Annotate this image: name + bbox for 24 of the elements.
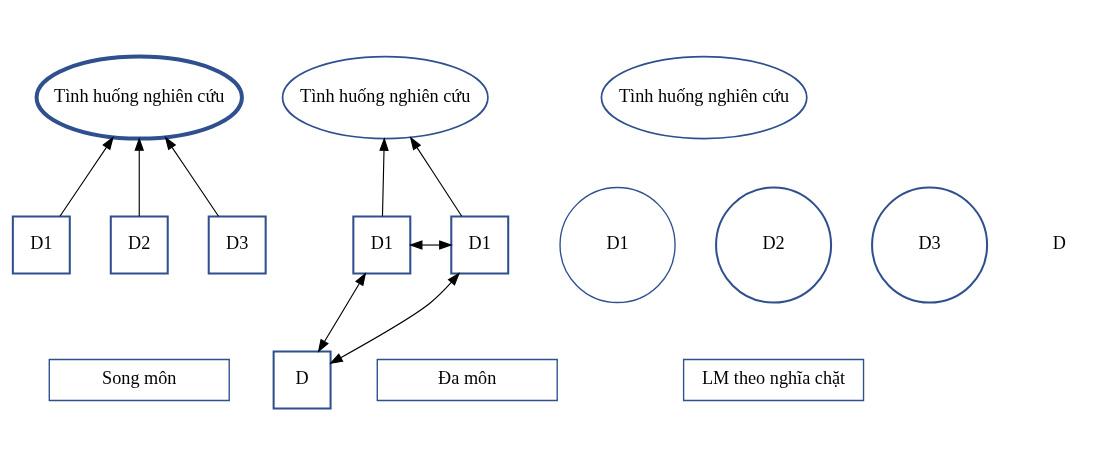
node-box: LM theo nghĩa chặt [682, 358, 865, 401]
arrow [59, 135, 114, 217]
arrow [164, 135, 220, 217]
node-box: D1 [11, 215, 71, 275]
node-box: D3 [207, 215, 267, 275]
node-ellipse: Tình huống nghiên cứu [34, 54, 244, 141]
node-box: D1 [450, 215, 510, 275]
node-box: Song môn [48, 358, 230, 401]
node-box: D1 [352, 215, 412, 275]
arrow [329, 271, 461, 364]
node-ellipse: Tình huống nghiên cứu [600, 55, 808, 139]
node-box: D [272, 349, 332, 409]
node-circle: D1 [559, 186, 676, 303]
arrow [379, 136, 389, 217]
arrow [409, 135, 463, 217]
node-circle: D2 [715, 186, 833, 304]
node-box: Đa môn [376, 358, 558, 401]
arrow [408, 239, 453, 250]
arrow [134, 136, 145, 217]
arrow [317, 271, 367, 353]
node-ellipse: Tình huống nghiên cứu [281, 55, 489, 139]
node-circle: D3 [871, 186, 989, 304]
node-box: D2 [109, 215, 169, 275]
label: D [1052, 232, 1066, 253]
